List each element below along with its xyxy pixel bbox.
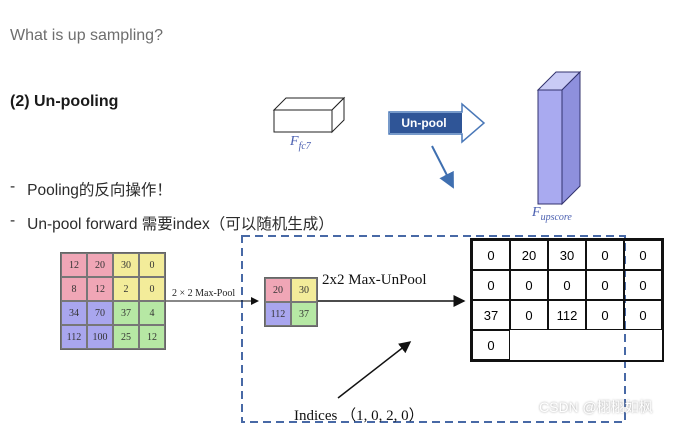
grid-cell: 8 <box>61 277 87 301</box>
upscore-label-sub: upscore <box>540 211 572 223</box>
grid-cell: 112 <box>61 325 87 349</box>
fc7-label-main: F <box>290 134 299 149</box>
bullet-dash: - <box>10 178 16 195</box>
maxunpool-label: 2x2 Max-UnPool <box>322 272 427 288</box>
grid-cell: 20 <box>87 253 113 277</box>
grid-cell: 30 <box>548 240 586 270</box>
grid-cell: 12 <box>61 253 87 277</box>
grid-cell: 0 <box>624 240 662 270</box>
grid-cell: 20 <box>265 278 291 302</box>
grid-cell: 70 <box>87 301 113 325</box>
grid-cell: 0 <box>624 270 662 300</box>
grid-cell: 12 <box>87 277 113 301</box>
grid-cell: 37 <box>291 302 317 326</box>
unpool-block-arrow <box>388 102 486 144</box>
grid-cell: 37 <box>113 301 139 325</box>
slide-heading: What is up sampling? <box>10 27 163 44</box>
grid-cell: 34 <box>61 301 87 325</box>
grid-cell: 0 <box>139 253 165 277</box>
grid-cell: 0 <box>510 270 548 300</box>
upscore-feature-slab <box>536 70 582 206</box>
grid-cell: 30 <box>291 278 317 302</box>
fc7-label-sub: fc7 <box>298 140 311 152</box>
indices-arrow <box>337 341 412 399</box>
watermark: CSDN @栩栩如枫 <box>539 399 653 415</box>
grid-cell: 2 <box>113 277 139 301</box>
unpool-arrow-label: Un-pool <box>401 116 447 130</box>
bullet-dash: - <box>10 212 16 229</box>
upscore-label: Fupscore <box>532 205 572 223</box>
grid-cell: 0 <box>586 240 624 270</box>
grid-cell: 4 <box>139 301 165 325</box>
grid-cell: 0 <box>472 270 510 300</box>
grid-cell: 100 <box>87 325 113 349</box>
section-title: (2) Un-pooling <box>10 93 119 110</box>
grid-cell: 112 <box>548 300 586 330</box>
bullet-text: Pooling的反向操作！ <box>27 182 172 199</box>
grid-cell: 25 <box>113 325 139 349</box>
upscore-label-main: F <box>532 205 541 220</box>
bullet-item: - Pooling的反向操作！ <box>10 178 172 200</box>
grid-cell: 12 <box>139 325 165 349</box>
grid-cell: 0 <box>510 300 548 330</box>
maxpool-label: 2 × 2 Max-Pool <box>172 288 236 299</box>
grid-cell: 0 <box>624 300 662 330</box>
grid-cell: 0 <box>472 330 510 360</box>
indices-label: Indices （1, 0, 2, 0） <box>294 408 424 424</box>
bullet-text: Un-pool forward 需要index（可以随机生成） <box>27 216 334 233</box>
grid-cell: 37 <box>472 300 510 330</box>
grid-cell: 20 <box>510 240 548 270</box>
grid-cell: 0 <box>586 270 624 300</box>
grid-cell: 30 <box>113 253 139 277</box>
bullet-item: - Un-pool forward 需要index（可以随机生成） <box>10 212 334 234</box>
grid-cell: 0 <box>139 277 165 301</box>
grid-cell: 0 <box>472 240 510 270</box>
grid-cell: 0 <box>548 270 586 300</box>
fc7-label: Ffc7 <box>290 134 311 152</box>
down-arrow <box>431 145 454 189</box>
grid-cell: 112 <box>265 302 291 326</box>
fc7-feature-box <box>272 96 346 134</box>
grid-cell: 0 <box>586 300 624 330</box>
